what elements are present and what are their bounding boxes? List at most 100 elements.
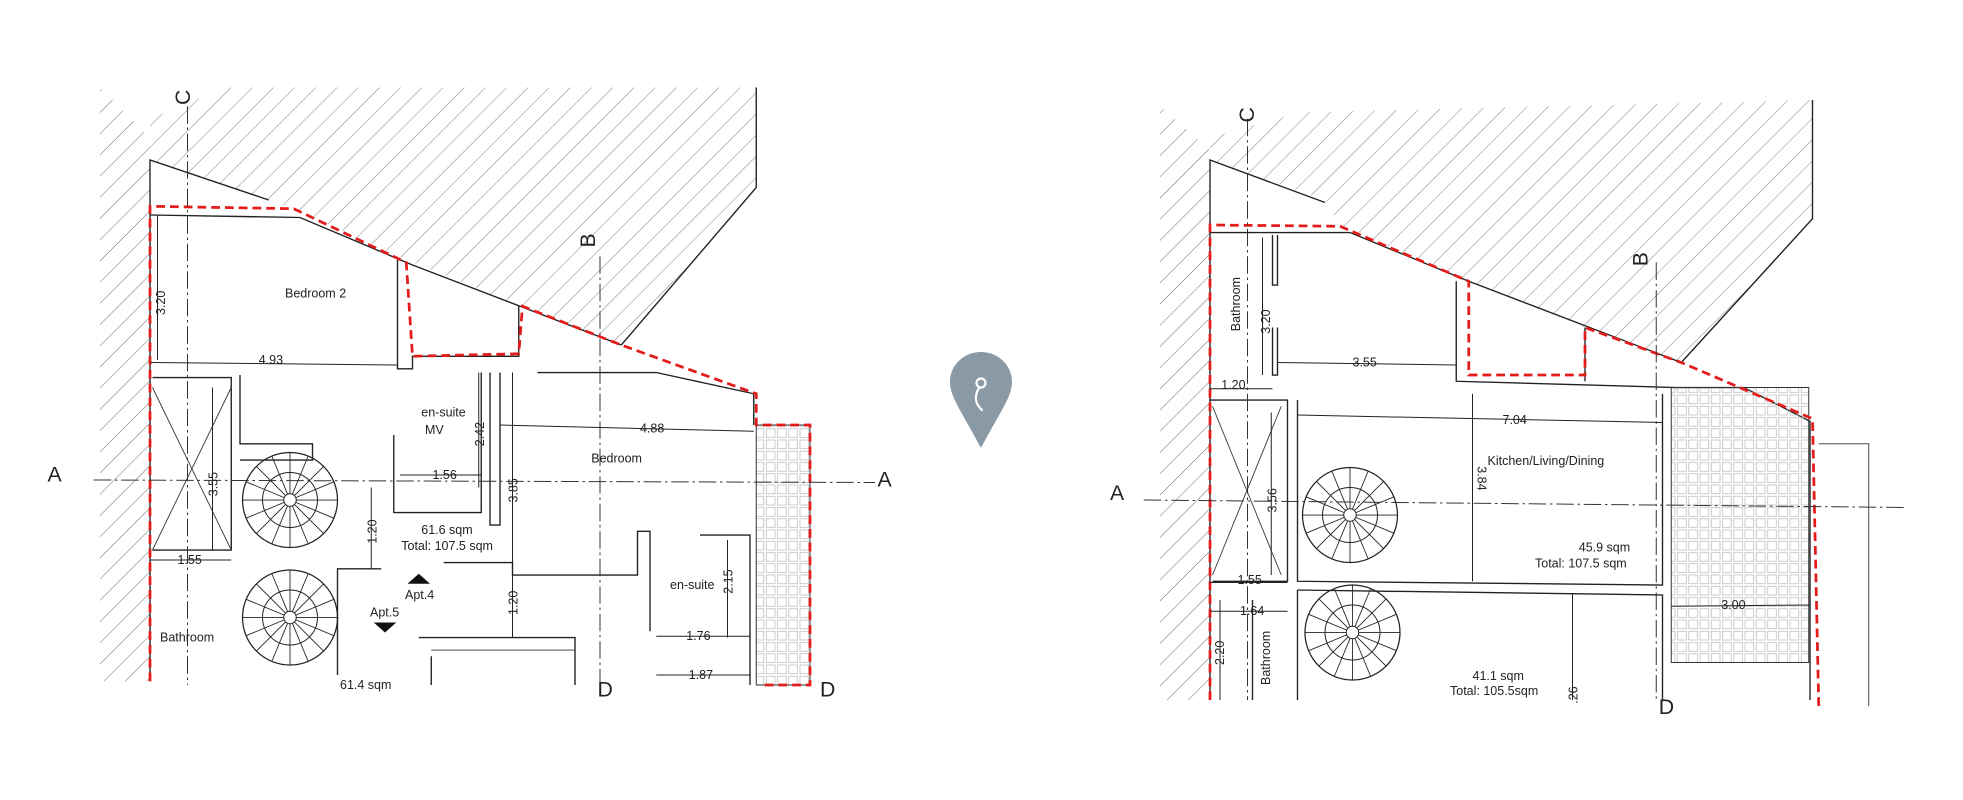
dimension-label: 1.87	[689, 668, 713, 682]
dimension-label: 1.20	[507, 591, 521, 615]
room-label: Bathroom	[160, 630, 214, 644]
boundary-outline	[148, 204, 812, 687]
boundary-outline	[1208, 223, 1821, 707]
stair-tread	[1358, 634, 1397, 652]
stair-tread	[271, 623, 289, 662]
stair-tread	[1308, 613, 1347, 631]
stair-post	[283, 493, 297, 507]
stair-tread	[1333, 588, 1351, 627]
room-label: MV	[425, 423, 444, 437]
section-mark-a-left: A	[1110, 481, 1125, 505]
stair-tread	[295, 598, 335, 616]
dimension-label: 3.55	[207, 472, 221, 496]
apartment-label: Apt.5	[370, 605, 399, 619]
total-area-label: Total: 105.5sqm	[1450, 684, 1538, 698]
dimension-label: 1.55	[1238, 573, 1262, 587]
stair-tread	[294, 583, 324, 614]
stair-tread	[256, 466, 286, 496]
map-pin-icon[interactable]	[950, 352, 1012, 448]
balcony-tiles	[755, 424, 811, 686]
section-mark-c: C	[1235, 107, 1259, 122]
stair-tread	[271, 455, 289, 495]
dimension-label: 1.55	[178, 553, 202, 567]
dimension-label: 3.20	[154, 291, 168, 315]
stair-tread	[245, 598, 285, 616]
down-arrow-icon	[373, 622, 397, 633]
stair-tread	[291, 505, 309, 545]
room-label: Bathroom	[1259, 631, 1273, 685]
stair-tread	[1305, 496, 1345, 514]
total-area-label: Total: 107.5 sqm	[1535, 557, 1627, 571]
room-label: Kitchen/Living/Dining	[1488, 454, 1605, 468]
dimension-label: 1.20	[1221, 378, 1245, 392]
section-mark-b: B	[576, 233, 600, 247]
stair-tread	[1333, 638, 1351, 677]
area-label: 61.4 sqm	[340, 678, 391, 692]
stair-tread	[295, 501, 335, 519]
dimension-label: 3.20	[1259, 309, 1273, 333]
dimension-label: 3.55	[1353, 355, 1377, 369]
stair-tread	[291, 455, 309, 495]
stair-tread	[294, 504, 324, 534]
hatched-party-wall	[100, 87, 150, 682]
hatched-neighbour	[1210, 100, 1813, 363]
stair-tread	[1354, 638, 1372, 677]
stair-post	[283, 610, 297, 625]
dimension-label: 1.56	[433, 468, 457, 482]
stair-tread	[1355, 516, 1395, 534]
right-floor-plan: C B A D Bathroom Kitchen/Living/Dining B…	[1110, 100, 1907, 719]
total-area-label: Total: 107.5 sqm	[401, 539, 493, 553]
section-mark-a-right: A	[878, 467, 893, 491]
hatched-party-wall	[1160, 106, 1210, 700]
dimension-label: .26	[1567, 686, 1581, 703]
terrace-tiles	[1670, 387, 1810, 663]
dimension-label: 3.85	[507, 478, 521, 502]
stair-tread	[1318, 598, 1349, 629]
stair-tread	[1305, 516, 1345, 534]
stair-tread	[245, 481, 285, 499]
up-arrow-icon	[407, 573, 430, 584]
dimension-label: 3.00	[1721, 598, 1745, 612]
section-mark-d: D	[1659, 695, 1674, 719]
stair-tread	[1318, 636, 1349, 667]
stair-tread	[1331, 470, 1349, 510]
dimension-label: 1.20	[365, 519, 379, 543]
stair-tread	[291, 573, 309, 612]
stair-tread	[271, 573, 289, 612]
dimension-label: 2.42	[473, 422, 487, 446]
stair-tread	[291, 623, 309, 662]
spiral-stair	[241, 451, 339, 549]
room-label: en-suite	[670, 578, 715, 592]
stair-tread	[245, 619, 285, 637]
stair-tread	[295, 481, 335, 499]
stair-tread	[1356, 598, 1387, 629]
area-label: 45.9 sqm	[1579, 540, 1630, 554]
stair-tread	[1351, 470, 1369, 510]
stair-post	[1345, 625, 1360, 640]
stair-tread	[1355, 496, 1395, 514]
dimension-label: 2.20	[1213, 641, 1227, 665]
stair-tread	[294, 621, 324, 652]
stair-tread	[1308, 634, 1347, 652]
spiral-stair	[241, 569, 339, 666]
hatched-neighbour	[150, 87, 757, 345]
section-mark-b: B	[1629, 252, 1653, 266]
dimension-label: 3.84	[1475, 466, 1489, 490]
stair-tread	[256, 583, 286, 614]
stair-tread	[1354, 519, 1384, 549]
dimension-label: 1.64	[1240, 604, 1264, 618]
dimension-label: 4.88	[640, 422, 664, 436]
stair-tread	[256, 621, 286, 652]
stair-tread	[1351, 520, 1369, 560]
section-mark-d-right: D	[820, 677, 835, 701]
dimension-label: 4.93	[259, 353, 283, 367]
stair-post	[1343, 508, 1357, 522]
stair-tread	[271, 505, 289, 545]
stair-tread	[1331, 520, 1349, 560]
stair-tread	[1354, 481, 1384, 511]
dimension-label: 3.56	[1265, 488, 1279, 512]
section-mark-d-left: D	[598, 677, 613, 701]
spiral-stair	[1304, 584, 1401, 681]
area-label: 61.6 sqm	[421, 523, 472, 537]
